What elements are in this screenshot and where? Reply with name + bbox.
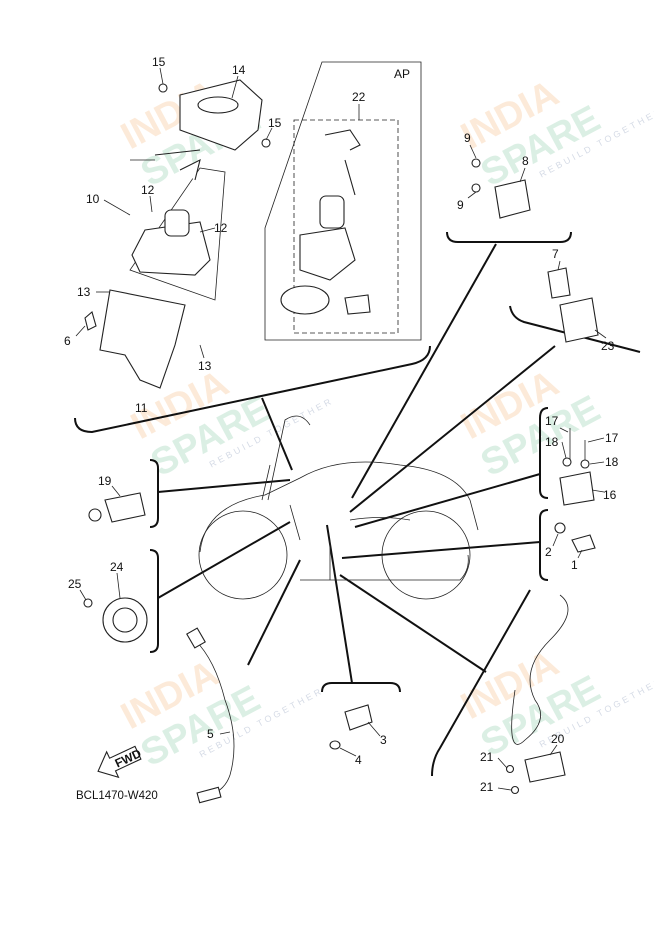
part-19 (104, 492, 146, 523)
callout-13: 13 (77, 285, 91, 299)
part-3-switch (344, 704, 373, 731)
part-8-relay (494, 179, 531, 219)
part-16 (559, 471, 595, 506)
callout-4: 4 (355, 753, 362, 767)
callout-16: 16 (603, 488, 617, 502)
callout-9: 9 (457, 198, 464, 212)
callout-11: 11 (135, 401, 148, 415)
callout-14: 14 (232, 63, 246, 77)
part-14-cover (179, 79, 263, 151)
part-7 (547, 267, 571, 299)
svg-text:FWD: FWD (113, 746, 144, 770)
diagram-code: BCL1470-W420 (76, 790, 158, 802)
callout-12: 12 (141, 183, 155, 197)
callout-23: 23 (601, 339, 615, 353)
callout-7: 7 (552, 247, 559, 261)
leader-lines (75, 67, 607, 791)
callout-8: 8 (522, 154, 529, 168)
group-brackets (74, 61, 641, 777)
callout-1: 1 (571, 558, 578, 572)
callout-25: 25 (68, 577, 82, 591)
callout-15: 15 (152, 55, 166, 69)
callout-6: 6 (64, 334, 71, 348)
callout-10: 10 (86, 192, 100, 206)
ap-label: AP (394, 67, 410, 81)
callout-12: 12 (214, 221, 228, 235)
part-20 (524, 751, 566, 783)
part-10-ignition (131, 221, 211, 276)
callout-18: 18 (545, 435, 559, 449)
part-5-sensor (194, 639, 235, 796)
connector-lines (157, 243, 556, 684)
parts (83, 79, 599, 804)
motorcycle-outline (198, 415, 479, 600)
callout-17: 17 (605, 431, 619, 445)
callout-21: 21 (480, 750, 494, 764)
callout-2: 2 (545, 545, 552, 559)
callout-18: 18 (605, 455, 619, 469)
callout-3: 3 (380, 733, 387, 747)
callout-19: 19 (98, 474, 112, 488)
callout-17: 17 (545, 414, 559, 428)
callout-13: 13 (198, 359, 212, 373)
callout-labels: 1514151012121361311229897231717181816192… (64, 55, 619, 794)
callout-9: 9 (464, 131, 471, 145)
part-23 (559, 297, 599, 343)
part-11-bracket (99, 289, 186, 389)
callout-21: 21 (480, 780, 494, 794)
callout-24: 24 (110, 560, 124, 574)
callout-20: 20 (551, 732, 565, 746)
callout-5: 5 (207, 727, 214, 741)
callout-15: 15 (268, 116, 282, 130)
callout-22: 22 (352, 90, 366, 104)
